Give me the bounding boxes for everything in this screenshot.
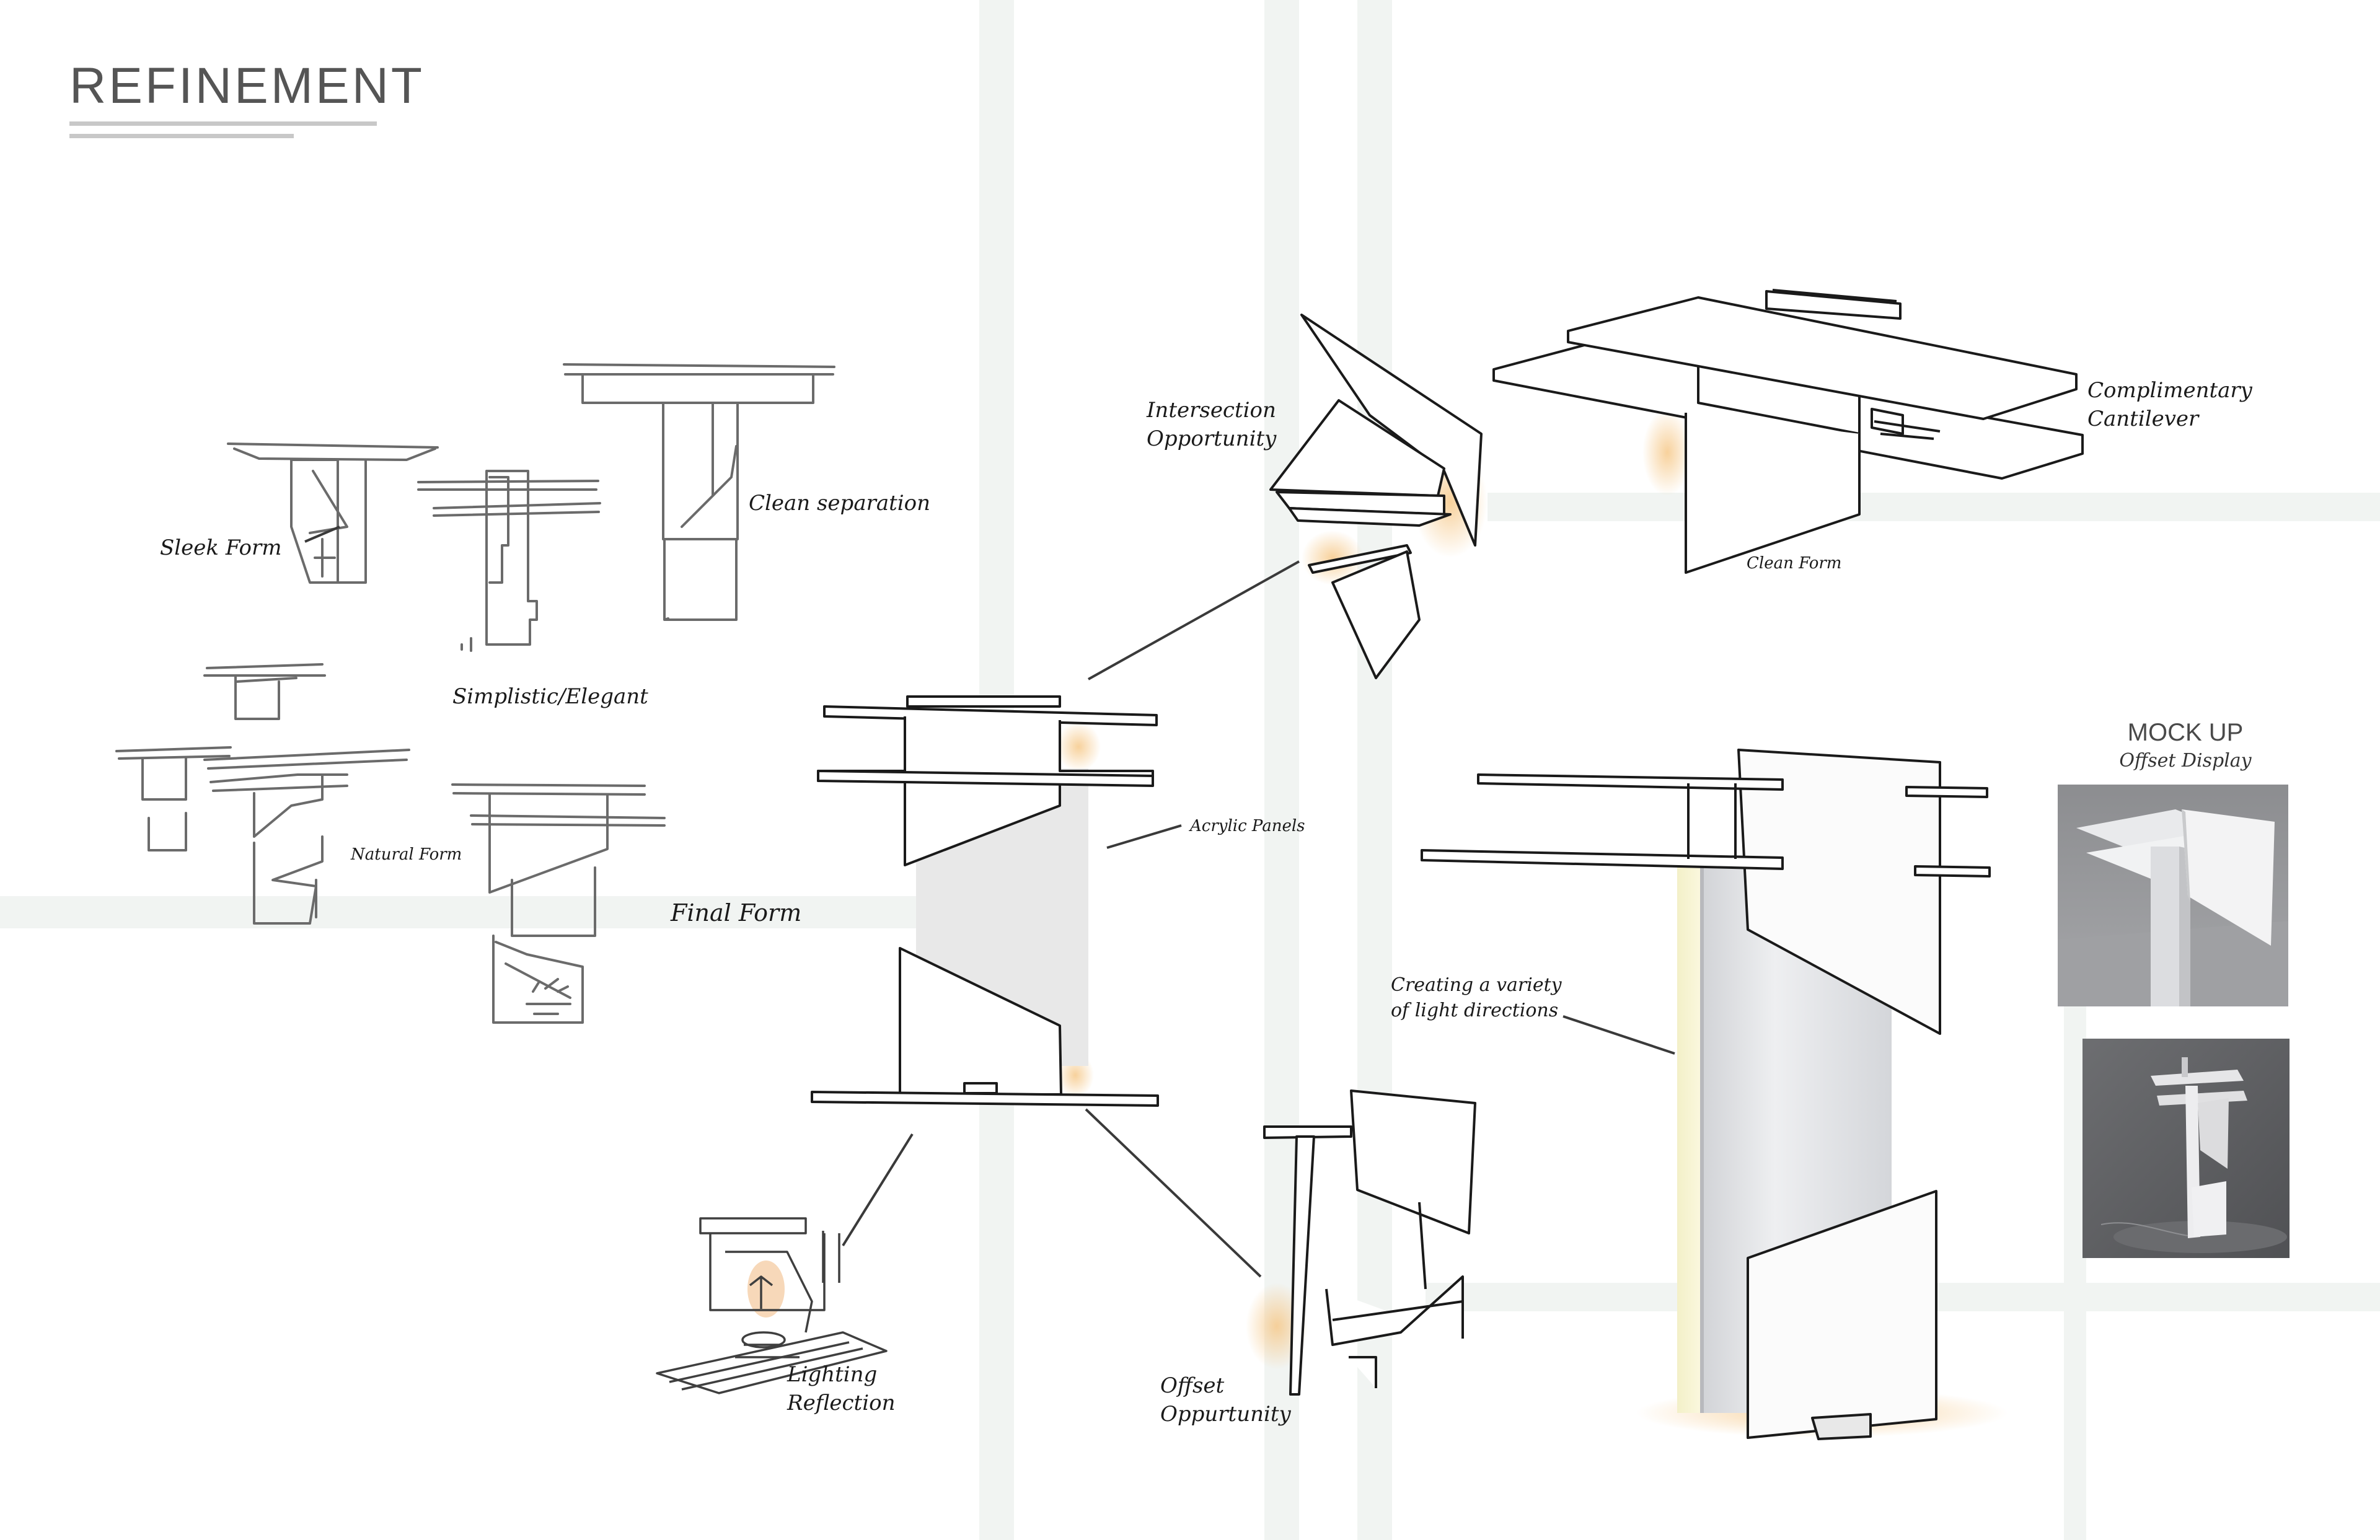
label-acrylic-panels: Acrylic Panels bbox=[1190, 816, 1305, 837]
label-natural-form: Natural Form bbox=[351, 844, 462, 866]
lighting-reflection-sketch bbox=[657, 1134, 912, 1393]
mockup-photo-bottom bbox=[2082, 1039, 2290, 1258]
label-simplistic-elegant: Simplistic/Elegant bbox=[452, 683, 648, 711]
label-offset-oppurtunity: Offset Oppurtunity bbox=[1160, 1372, 1291, 1429]
title-underline-long bbox=[69, 121, 377, 126]
label-clean-separation: Clean separation bbox=[749, 490, 930, 518]
page-title: REFINEMENT bbox=[69, 57, 425, 115]
cantilever-drawing bbox=[1494, 290, 2082, 573]
label-lighting-reflection: Lighting Reflection bbox=[787, 1361, 895, 1418]
label-creating-variety: Creating a variety of light directions bbox=[1391, 973, 1562, 1023]
label-sleek-form: Sleek Form bbox=[160, 534, 282, 563]
rendered-form bbox=[1422, 750, 2008, 1439]
label-final-form: Final Form bbox=[671, 897, 801, 929]
label-complimentary-cantilever: Complimentary Cantilever bbox=[2087, 377, 2252, 434]
mockup-subtitle: Offset Display bbox=[2101, 750, 2270, 772]
label-clean-form: Clean Form bbox=[1747, 553, 1841, 574]
title-underline-short bbox=[69, 134, 294, 138]
mockup-photo-top bbox=[2058, 785, 2288, 1006]
label-intersection-opportunity: Intersection Opportunity bbox=[1147, 397, 1276, 454]
mockup-title: MOCK UP bbox=[2117, 719, 2254, 747]
